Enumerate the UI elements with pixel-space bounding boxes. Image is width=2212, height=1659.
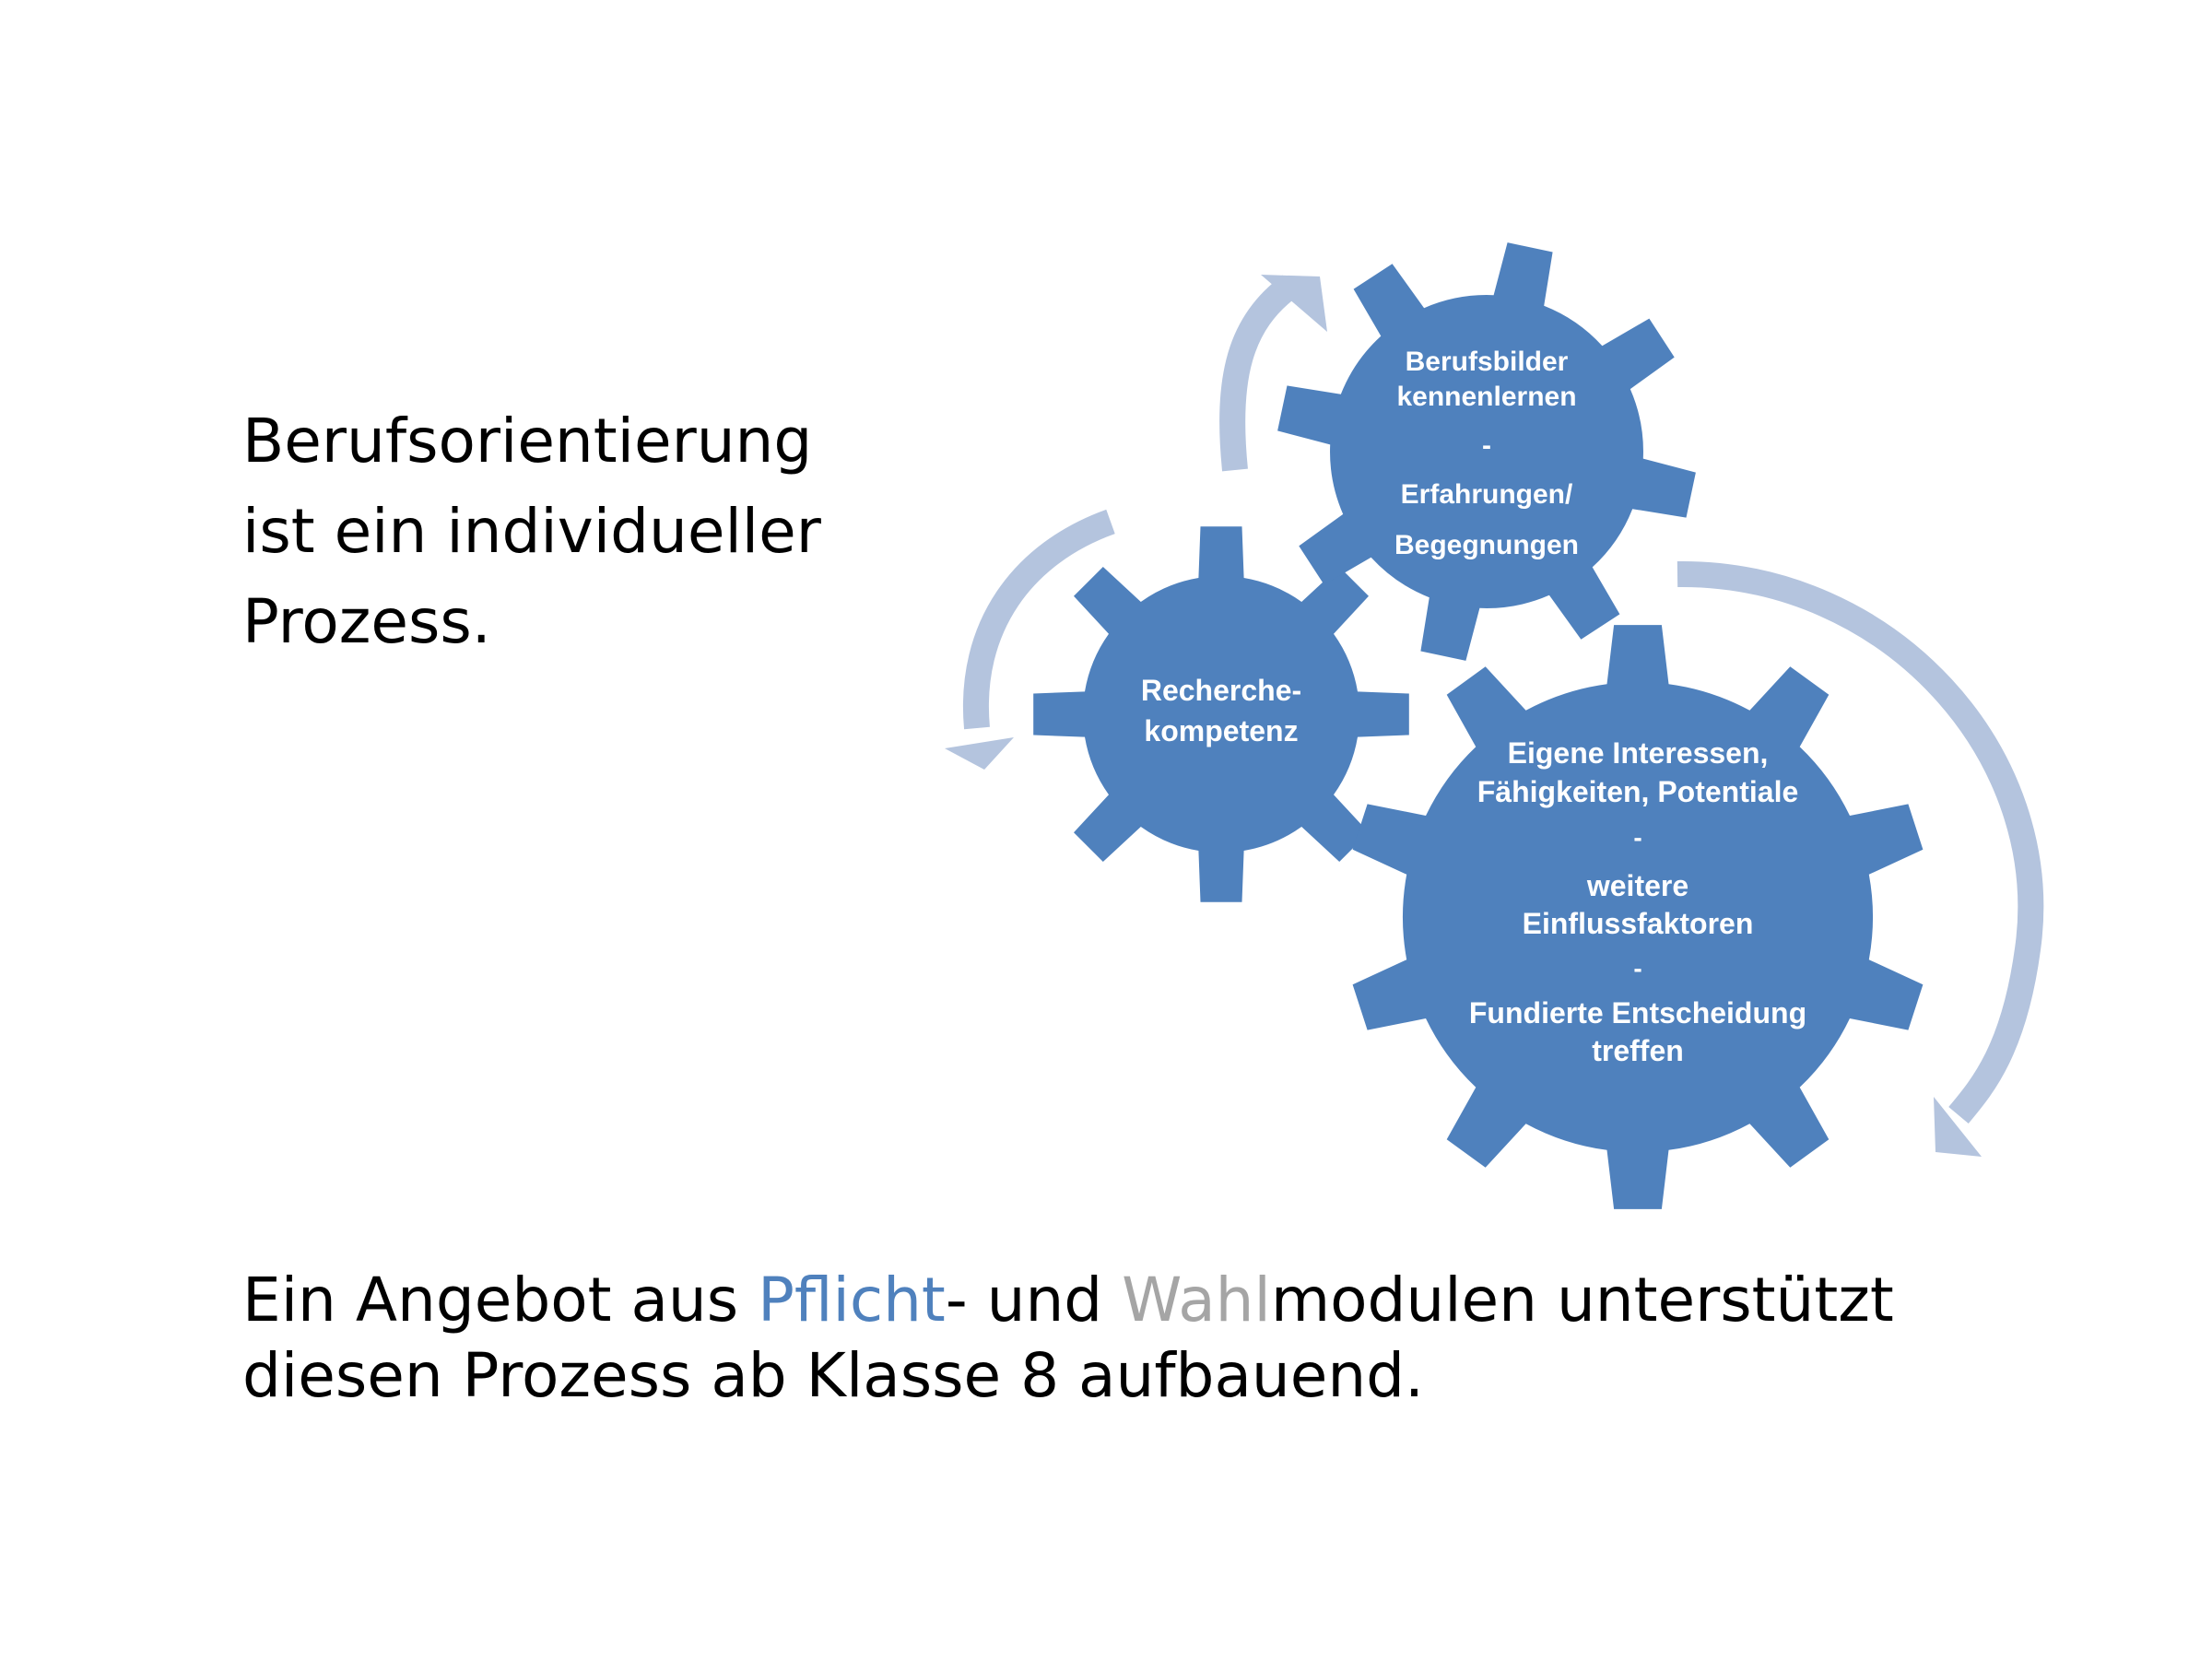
gear-top-label: Berufsbilder kennenlernen - Erfahrungen/… bbox=[1394, 347, 1579, 560]
gear-right-line-4: weitere bbox=[1586, 869, 1688, 902]
gear-right-line-5: Einflussfaktoren bbox=[1523, 907, 1754, 940]
cycle-arrow-right-head bbox=[1934, 1097, 1982, 1157]
gear-right-line-1: Eigene Interessen, bbox=[1508, 736, 1769, 770]
intro-line-3: Prozess. bbox=[242, 586, 491, 657]
gear-top-line-5: Begegnungen bbox=[1394, 530, 1579, 560]
footer-wahl: Wahl bbox=[1122, 1265, 1271, 1335]
gear-left-line-1: Recherche- bbox=[1141, 674, 1301, 707]
gear-right-line-7: Fundierte Entscheidung bbox=[1469, 996, 1806, 1030]
gear-left-line-2: kompetenz bbox=[1144, 714, 1298, 747]
gear-top-line-3: - bbox=[1482, 430, 1491, 461]
gear-right-line-3: - bbox=[1633, 823, 1641, 852]
footer-statement: Ein Angebot aus Pflicht- und Wahlmodulen… bbox=[242, 1263, 2132, 1414]
gear-top-line-2: kennenlernen bbox=[1396, 382, 1576, 412]
gear-right-line-6: - bbox=[1633, 954, 1641, 982]
footer-part-1: Ein Angebot aus bbox=[242, 1265, 759, 1335]
gear-right-line-8: treffen bbox=[1592, 1034, 1684, 1067]
footer-line-2: diesen Prozess ab Klasse 8 aufbauend. bbox=[242, 1340, 1425, 1411]
gear-interests bbox=[1352, 625, 1924, 1209]
gear-right-line-2: Fähigkeiten, Potentiale bbox=[1477, 775, 1799, 808]
cycle-arrow-right bbox=[1677, 560, 2044, 1124]
intro-statement: Berufsorientierung ist ein individueller… bbox=[242, 396, 906, 667]
cycle-arrow-top bbox=[1219, 275, 1299, 472]
cycle-arrow-left bbox=[962, 509, 1115, 730]
intro-line-2: ist ein individueller bbox=[242, 496, 821, 567]
cycle-arrow-left-head bbox=[945, 737, 1014, 770]
gear-right-label: Eigene Interessen, Fähigkeiten, Potentia… bbox=[1469, 736, 1806, 1067]
gear-career-profiles bbox=[1277, 242, 1696, 661]
gear-top-line-1: Berufsbilder bbox=[1406, 347, 1569, 377]
gear-research bbox=[1033, 526, 1409, 902]
intro-line-1: Berufsorientierung bbox=[242, 406, 813, 477]
footer-pflicht: Pflicht bbox=[758, 1265, 946, 1335]
footer-part-3: modulen unterstützt bbox=[1270, 1265, 1894, 1335]
cycle-arrow-top-head bbox=[1261, 275, 1327, 332]
footer-part-2: - und bbox=[945, 1265, 1123, 1335]
gear-left-label: Recherche- kompetenz bbox=[1141, 674, 1301, 747]
footer-line-1: Ein Angebot aus Pflicht- und Wahlmodulen… bbox=[242, 1263, 2132, 1338]
gear-top-line-4: Erfahrungen/ bbox=[1401, 479, 1573, 510]
